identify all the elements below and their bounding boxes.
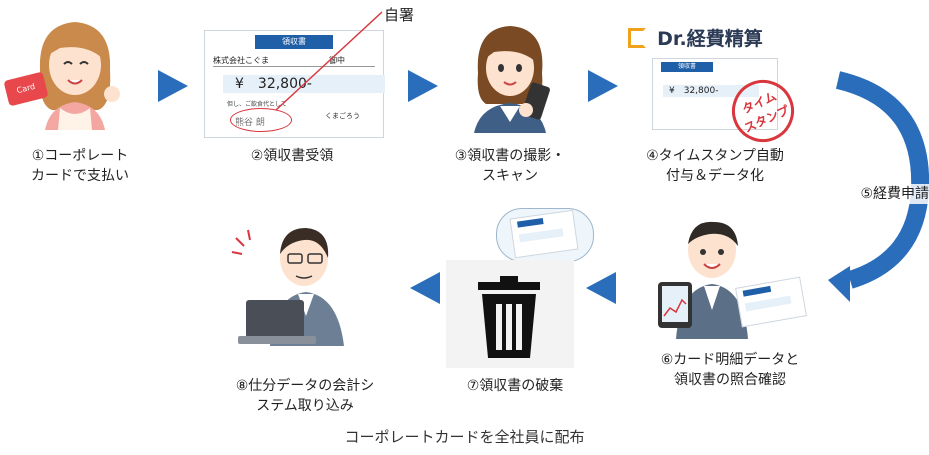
receipt-issuer: くまごろう — [325, 112, 360, 120]
receipt-header: 領収書 — [255, 35, 333, 49]
step5-label-line1: ⑤経費申請 — [860, 186, 929, 202]
signature-note: 自署 — [384, 6, 415, 24]
step2-label: ②領収書受領 — [232, 146, 352, 166]
step5-label: ⑤経費申請 — [832, 184, 929, 204]
receipt-company: 株式会社こぐま — [213, 56, 269, 65]
cloud-receipt-header — [517, 218, 544, 228]
step3-illustration — [460, 18, 560, 133]
step3-label-line2: スキャン — [482, 168, 538, 184]
step4-label-line1: ④タイムスタンプ自動 — [646, 148, 784, 164]
step8-label-line1: ⑧仕分データの会計シ — [235, 378, 375, 394]
step6-label: ⑥カード明細データと 領収書の照合確認 — [640, 350, 820, 390]
step1-label-line1: ①コーポレート — [31, 148, 129, 164]
matched-receipt-header — [742, 285, 772, 297]
scanned-receipt-header-text: 領収書 — [677, 63, 696, 70]
signature-circle — [230, 108, 292, 132]
step6-illustration — [648, 214, 778, 339]
receipt-company-row: 株式会社こぐま 御中 — [213, 55, 375, 67]
step1-label: ①コーポレート カードで支払い — [20, 146, 140, 186]
scanned-receipt-header: 領収書 — [661, 62, 713, 72]
receipt-honorific: 御中 — [329, 56, 345, 65]
logo-icon — [628, 27, 646, 48]
step7-label: ⑦領収書の破棄 — [440, 376, 590, 396]
arrow-right-3 — [588, 70, 618, 102]
step8-label-line2: ステム取り込み — [256, 398, 354, 414]
step8-label: ⑧仕分データの会計シ ステム取り込み — [220, 376, 390, 416]
step1-illustration — [20, 10, 130, 130]
logo: Dr.経費精算 — [628, 24, 763, 50]
scanned-receipt: 領収書 ¥ 32,800- — [652, 58, 778, 130]
step8-illustration — [226, 218, 356, 348]
step7-label-line1: ⑦領収書の破棄 — [466, 378, 564, 394]
arrow-left-2 — [410, 272, 440, 304]
step2-label-line1: ②領収書受領 — [250, 148, 334, 164]
matched-receipt-amount-bar — [744, 295, 792, 312]
receipt-note: 但し、ご飲食代として — [227, 101, 287, 108]
step4-label-line2: 付与＆データ化 — [666, 168, 764, 184]
cloud-receipt-amount-bar — [518, 228, 564, 243]
arrow-right-1 — [158, 70, 188, 102]
step1-label-line2: カードで支払い — [31, 168, 129, 184]
step3-label-line1: ③領収書の撮影・ — [454, 148, 566, 164]
logo-text: Dr.経費精算 — [657, 28, 763, 50]
arrow-left-1 — [586, 272, 616, 304]
trash-icon — [474, 276, 544, 358]
arrow-right-2 — [408, 70, 438, 102]
card-text: Card — [15, 81, 37, 96]
step4-label: ④タイムスタンプ自動 付与＆データ化 — [630, 146, 800, 186]
step3-label: ③領収書の撮影・ スキャン — [440, 146, 580, 186]
receipt-header-text: 領収書 — [282, 37, 306, 46]
step6-label-line1: ⑥カード明細データと — [660, 352, 800, 368]
diagram-caption: コーポレートカードを全社員に配布 — [344, 428, 585, 446]
step6-label-line2: 領収書の照合確認 — [674, 372, 786, 388]
scanned-receipt-amount: ¥ 32,800- — [663, 85, 759, 97]
signature-pointer-line — [275, 11, 383, 111]
